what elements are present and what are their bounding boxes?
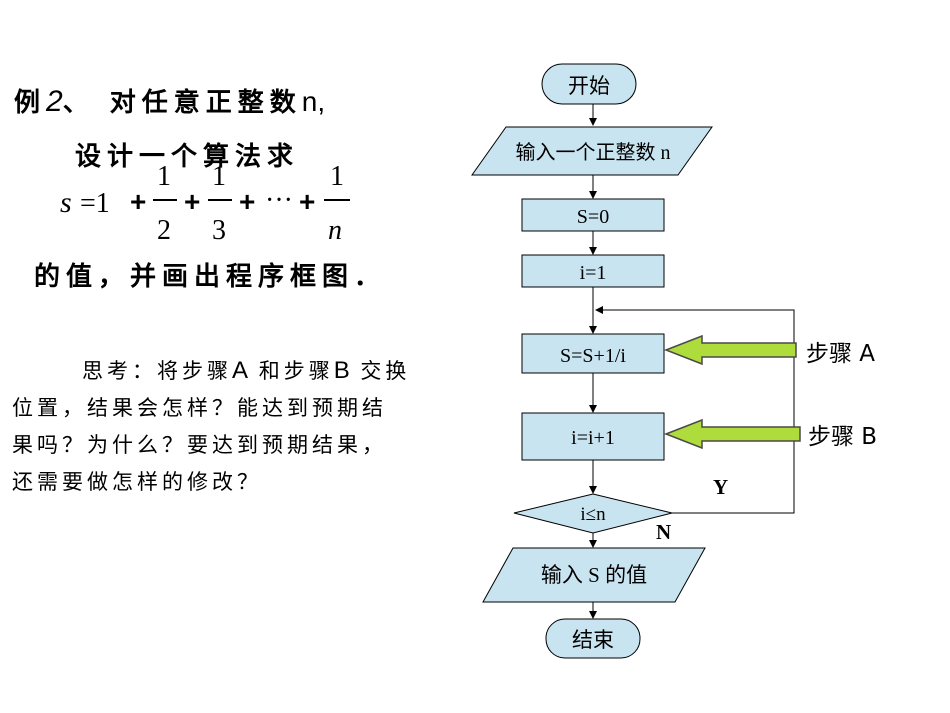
formula-eq-one: =1: [80, 188, 110, 219]
formula-dots: ···: [265, 185, 293, 216]
problem-line-2: 设计一个算法求: [75, 142, 300, 172]
step-b-label: 步骤 B: [808, 424, 877, 450]
formula-plus-2: +: [184, 186, 200, 217]
formula-num-n: 1: [330, 161, 344, 192]
think-line-2: 位置，结果会怎样？能达到预期结: [12, 396, 387, 420]
step-a-box-label: S=S+1/i: [560, 345, 626, 367]
formula-plus-3: +: [239, 186, 255, 217]
output-node: 输入 S 的值: [482, 547, 706, 603]
start-node: 开始: [541, 63, 637, 105]
think-line-3: 果吗？为什么？要达到预期结果，: [12, 433, 387, 457]
formula-den-2: 2: [157, 215, 171, 246]
s-init-label: S=0: [577, 206, 609, 228]
think-step-a: A: [232, 357, 249, 384]
input-node: 输入一个正整数 n: [471, 126, 713, 176]
example-number: 2: [46, 85, 63, 118]
start-label: 开始: [568, 74, 610, 98]
formula-s: s: [60, 186, 72, 219]
i-init-label: i=1: [580, 262, 607, 284]
step-a-arrow-icon: [663, 334, 797, 366]
think-question: 思考：将步骤A 和步骤B 交换 位置，结果会怎样？能达到预期结 果吗？为什么？要…: [12, 352, 502, 501]
step-a-label: 步骤 A: [806, 341, 875, 367]
formula-num-1: 1: [157, 161, 171, 192]
problem-line-1-text: 、 对任意正整数: [62, 88, 302, 118]
formula-den-3: 3: [212, 215, 226, 246]
formula-num-2: 1: [212, 161, 226, 192]
step-b-node: i=i+1: [521, 412, 665, 461]
step-b-box-label: i=i+1: [571, 427, 615, 449]
think-step-b: B: [333, 357, 350, 384]
flow-connectors: [589, 104, 795, 619]
step-a-node: S=S+1/i: [521, 333, 665, 374]
formula-den-n: n: [328, 215, 342, 246]
think-line-4: 还需要做怎样的修改？: [12, 470, 262, 494]
end-node: 结束: [545, 618, 641, 659]
output-label: 输入 S 的值: [541, 563, 647, 587]
formula-plus-1: +: [130, 186, 146, 217]
condition-node: i≤n: [513, 493, 673, 534]
no-label: N: [656, 520, 671, 544]
think-line-1: 思考：将步骤A 和步骤B 交换: [12, 352, 502, 390]
problem-line-3: 的值，并画出程序框图．: [34, 262, 387, 292]
problem-line-1: 例2、 对任意正整数n,: [14, 82, 325, 119]
condition-label: i≤n: [580, 504, 606, 525]
think-text-1c: 交换: [360, 359, 411, 383]
yes-label: Y: [713, 475, 728, 499]
s-init-node: S=0: [521, 198, 665, 232]
example-label: 例: [14, 88, 47, 118]
think-text-1b: 和步骤: [258, 359, 334, 383]
formula-plus-4: +: [299, 186, 315, 217]
problem-variable-n: n,: [301, 86, 326, 117]
think-text-1a: 思考：将步骤: [82, 359, 232, 383]
input-label: 输入一个正整数 n: [516, 141, 671, 164]
sum-formula: s =1 + 1 2 + 1 3 + ··· + 1 n: [60, 161, 350, 246]
end-label: 结束: [572, 628, 614, 652]
step-b-arrow-icon: [663, 418, 801, 450]
i-init-node: i=1: [521, 254, 665, 288]
